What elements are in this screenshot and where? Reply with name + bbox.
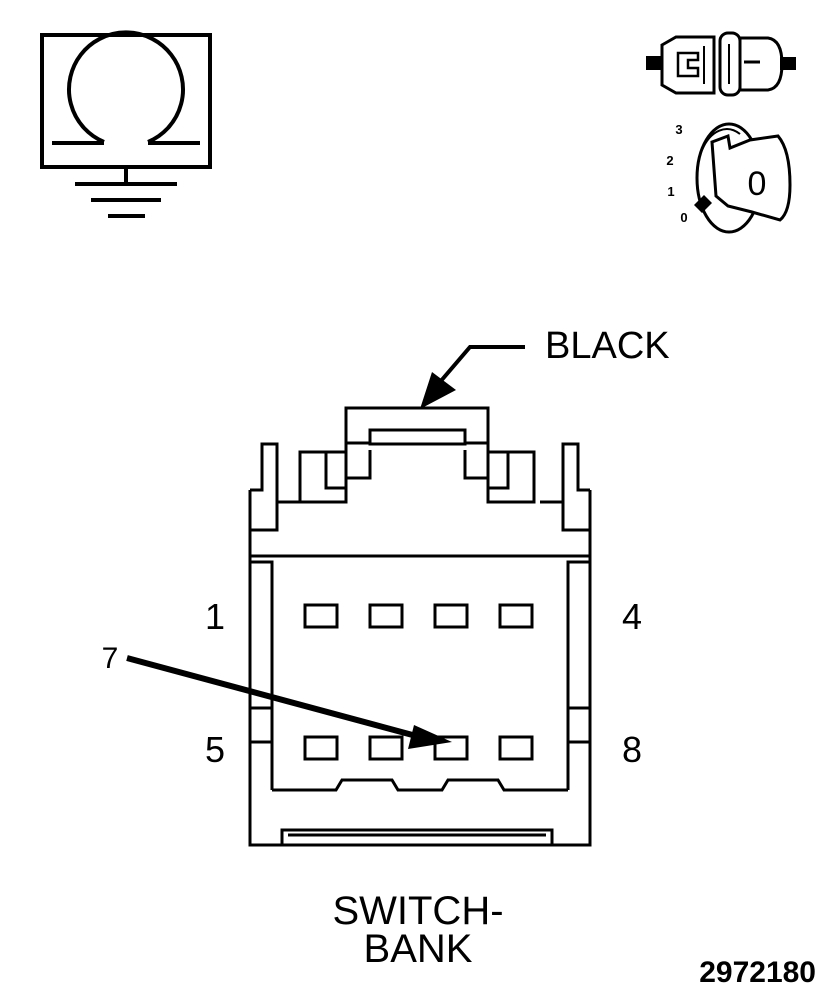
- pin-cavity-1: [303, 603, 339, 629]
- key-label: 0: [748, 165, 767, 203]
- figure-number: 2972180: [699, 956, 816, 989]
- pin-label-1: 1: [205, 596, 225, 637]
- ignition-key-off-icon: 3 2 1 0 0: [666, 122, 792, 234]
- key-position-1: 1: [667, 184, 674, 199]
- connector-color-label: BLACK: [545, 325, 670, 367]
- pin-cavity-5: [303, 735, 339, 761]
- pin-cavity-4: [498, 603, 534, 629]
- key-position-0: 0: [680, 210, 687, 225]
- connector-name-line2: BANK: [364, 927, 473, 971]
- pin-cavity-2: [368, 603, 404, 629]
- pin-cavity-6: [368, 735, 404, 761]
- pin-label-4: 4: [622, 596, 642, 637]
- key-position-3: 3: [675, 122, 682, 137]
- connector-body: [248, 406, 592, 847]
- connector-disconnected-icon: [646, 31, 796, 97]
- pin-label-7: 7: [102, 642, 119, 675]
- pin-label-8: 8: [622, 729, 642, 770]
- color-leader-arrow: [420, 345, 525, 409]
- pin-cavities: [303, 603, 534, 761]
- pin-cavity-3: [433, 603, 469, 629]
- ohmmeter-ground-icon: [40, 30, 212, 218]
- pin-cavity-8: [498, 735, 534, 761]
- pin-7-leader-arrow: [126, 655, 452, 749]
- pin-label-5: 5: [205, 729, 225, 770]
- key-position-2: 2: [666, 153, 673, 168]
- connector-name-line1: SWITCH-: [332, 889, 503, 933]
